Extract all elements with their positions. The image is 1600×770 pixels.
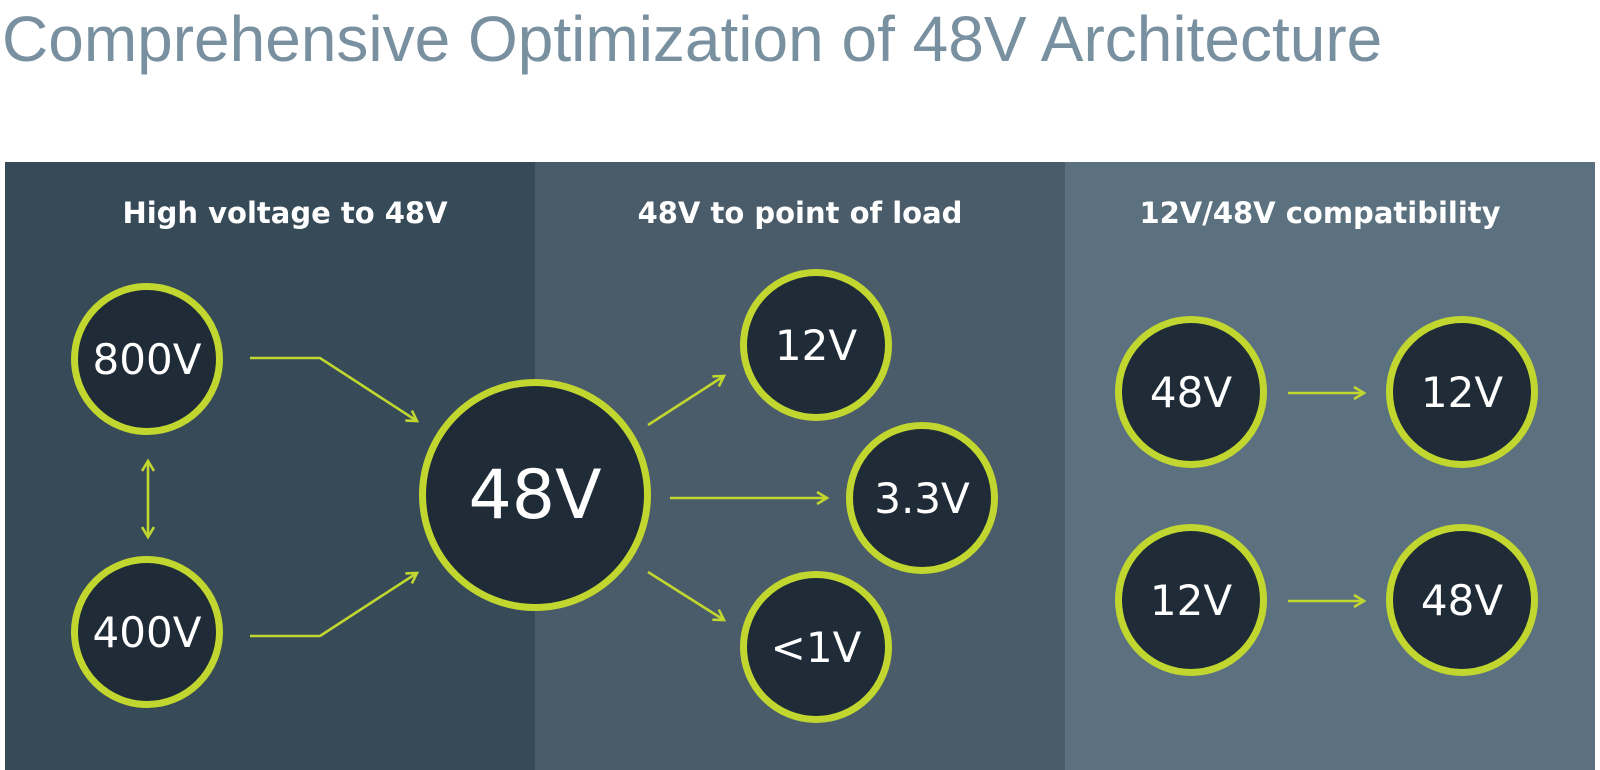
node-48v-hub: 48V bbox=[419, 379, 651, 611]
panel-heading-point-of-load: 48V to point of load bbox=[637, 196, 963, 230]
node-48v-compat-target: 48V bbox=[1386, 524, 1538, 676]
panel-compatibility bbox=[1065, 162, 1595, 770]
node-12v-compat-source: 12V bbox=[1115, 524, 1267, 676]
node-12v-compat-target: 12V bbox=[1386, 316, 1538, 468]
page-title: Comprehensive Optimization of 48V Archit… bbox=[2, 3, 1383, 75]
node-3v3-output: 3.3V bbox=[846, 422, 998, 574]
node-1v-output: <1V bbox=[740, 571, 892, 723]
node-800v: 800V bbox=[71, 283, 223, 435]
node-400v: 400V bbox=[71, 556, 223, 708]
panel-heading-high-voltage: High voltage to 48V bbox=[122, 196, 448, 230]
panel-heading-compatibility: 12V/48V compatibility bbox=[1139, 196, 1501, 230]
node-48v-compat-source: 48V bbox=[1115, 316, 1267, 468]
node-12v-output: 12V bbox=[740, 269, 892, 421]
